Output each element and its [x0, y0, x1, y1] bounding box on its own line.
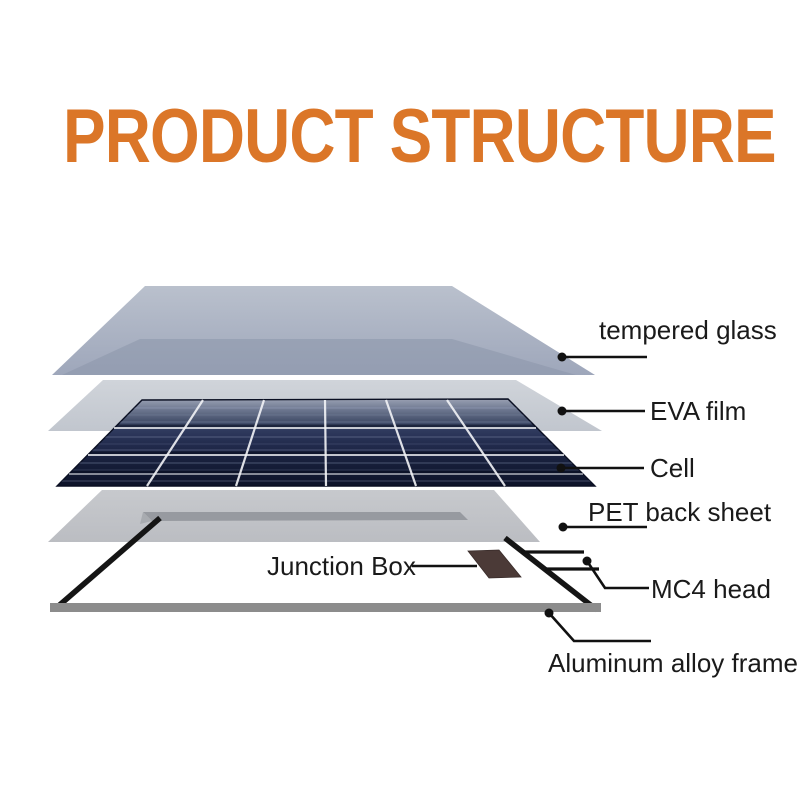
leader-dot [556, 463, 566, 473]
leader-line-aluminum-frame [548, 612, 651, 643]
leader-dot [558, 522, 568, 532]
label-cell: Cell [650, 453, 695, 483]
leader-dot [582, 556, 592, 566]
leader-line-mc4-head [585, 560, 649, 590]
pet-rim-bevel [140, 512, 152, 524]
junction-box-shape [467, 549, 522, 579]
leader-dot [557, 406, 567, 416]
frame-left-edge [53, 515, 162, 612]
label-tempered-glass: tempered glass [599, 315, 777, 345]
label-eva-film: EVA film [650, 396, 747, 426]
leader-dot [557, 352, 567, 362]
leader-dots [544, 352, 592, 618]
cell-grid-lines [69, 399, 583, 487]
label-pet-back-sheet: PET back sheet [588, 497, 772, 527]
pet-rim-shadow [143, 512, 468, 521]
page-title: PRODUCT STRUCTURE [63, 94, 777, 179]
label-junction-box: Junction Box [267, 551, 416, 581]
frame-right-edge [503, 535, 599, 613]
frame-bottom-edge [50, 603, 601, 612]
label-mc4-head: MC4 head [651, 574, 771, 604]
leader-dot [544, 608, 554, 618]
tempered-glass-inner-face [62, 339, 576, 375]
label-aluminum-frame: Aluminum alloy frame [548, 648, 798, 678]
leader-lines [412, 355, 651, 643]
